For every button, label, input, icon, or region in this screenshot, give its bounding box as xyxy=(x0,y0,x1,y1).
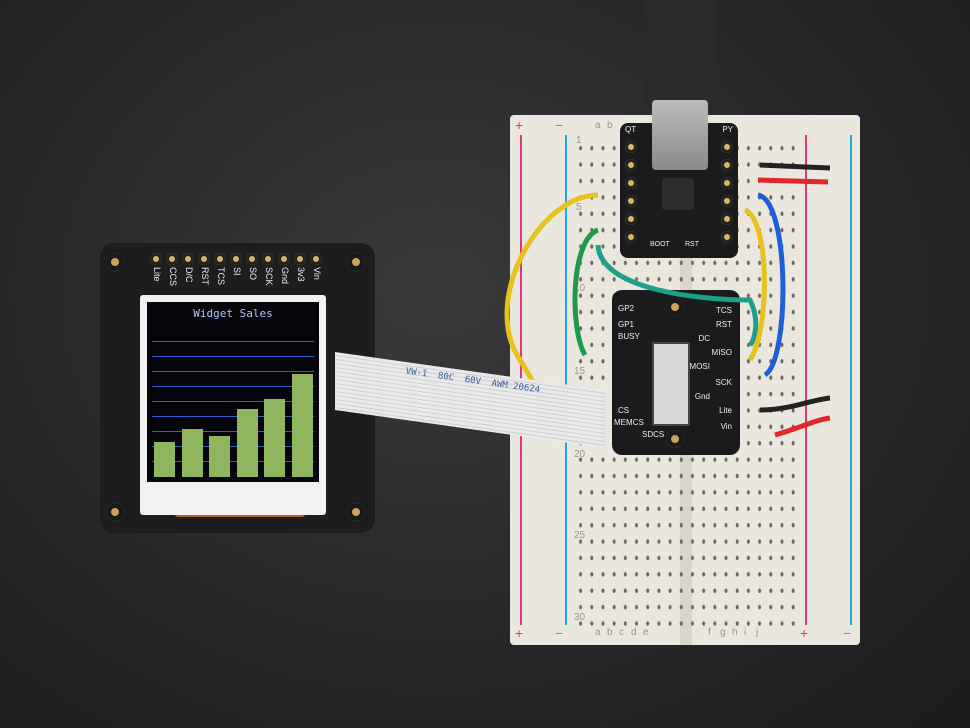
chart-title: Widget Sales xyxy=(193,307,273,320)
row-number: 25 xyxy=(574,530,586,541)
green-wire xyxy=(572,227,600,357)
power-rail-negative xyxy=(565,135,567,625)
rail-minus-label: − xyxy=(843,625,852,641)
column-label-d: d xyxy=(631,627,637,638)
ribbon-marking: 80C xyxy=(437,371,455,384)
pin-label-mosi: MOSI xyxy=(689,362,710,371)
eyespi-breakout-board: GP2 GP1 BUSY CS MEMCS SDCS TCS RST DC MI… xyxy=(612,290,740,455)
chart-bar xyxy=(291,373,313,477)
column-label-b: b xyxy=(607,120,613,131)
pin-label-so: SO xyxy=(248,267,258,281)
fpc-connector xyxy=(652,342,690,426)
column-label-g: g xyxy=(720,627,726,638)
pin-label-gp2: GP2 xyxy=(618,304,635,313)
pin-label-gnd: Gnd xyxy=(694,392,710,401)
pin-label-lite: Lite xyxy=(719,406,732,415)
chart-gridline xyxy=(152,461,314,462)
chart-bar xyxy=(181,428,203,477)
pin-label-sck: SCK xyxy=(715,378,732,387)
pin-label-3v3: 3v3 xyxy=(296,267,306,282)
rail-minus-label: − xyxy=(555,625,564,641)
usb-c-cable xyxy=(645,0,717,110)
column-label-b: b xyxy=(607,627,613,638)
pin-label-si: SI xyxy=(232,267,242,276)
chart-gridline xyxy=(152,416,314,417)
teal-wire xyxy=(595,244,759,347)
pin-label-rst: RST xyxy=(716,320,732,329)
pin-label-gnd: Gnd xyxy=(280,267,290,285)
black-wire xyxy=(759,395,831,413)
column-label-j: j xyxy=(756,627,759,638)
pin-label-tcs: TCS xyxy=(716,306,732,315)
qt-label: QT xyxy=(625,125,637,134)
rst-label: RST xyxy=(685,241,699,248)
chart-bar xyxy=(236,409,258,477)
py-label: PY xyxy=(722,125,733,134)
power-rail-negative xyxy=(850,135,852,625)
yellow-wire xyxy=(743,207,767,362)
pin-label-cs: CS xyxy=(618,406,630,415)
row-number: 10 xyxy=(574,283,586,294)
pin-label-vin: Vin xyxy=(312,267,322,280)
tft-screen: Widget Sales xyxy=(147,302,319,482)
black-wire xyxy=(759,162,831,171)
pin-label-sdcs: SDCS xyxy=(642,430,665,439)
boot-label: BOOT xyxy=(650,241,670,248)
chart-bar xyxy=(264,398,285,477)
column-label-f: f xyxy=(708,627,711,638)
rail-plus-label: + xyxy=(800,625,809,641)
power-rail-positive xyxy=(805,135,807,625)
rail-plus-label: + xyxy=(515,117,524,133)
pin-label-lite: Lite xyxy=(152,267,162,282)
column-label-a: a xyxy=(595,627,601,638)
pin-label-memcs: MEMCS xyxy=(614,418,644,427)
pin-label-busy: BUSY xyxy=(618,332,640,341)
usb-c-connector xyxy=(652,100,708,170)
row-number: 1 xyxy=(576,135,582,146)
pin-label-dc: D/C xyxy=(184,267,194,283)
pin-label-dc: DC xyxy=(698,334,710,343)
rail-plus-label: + xyxy=(515,625,524,641)
pin-label-sck: SCK xyxy=(264,267,274,286)
ribbon-marking: 60V xyxy=(464,374,482,388)
column-label-a: a xyxy=(595,120,601,131)
chart-gridline xyxy=(152,341,314,342)
rail-minus-label: − xyxy=(555,117,564,133)
pin-label-rst: RST xyxy=(200,267,210,285)
chart-gridline xyxy=(152,386,314,387)
column-label-c: c xyxy=(619,627,624,638)
column-label-h: h xyxy=(732,627,738,638)
row-number: 15 xyxy=(574,366,586,377)
column-label-e: e xyxy=(643,627,649,638)
row-number: 5 xyxy=(576,202,582,213)
column-label-i: i xyxy=(744,627,747,638)
chart-bar xyxy=(154,441,175,477)
red-wire xyxy=(774,415,831,438)
row-number: 20 xyxy=(574,449,586,460)
microcontroller-chip xyxy=(662,178,694,210)
chart-bar xyxy=(209,436,230,477)
pin-label-gp1: GP1 xyxy=(618,320,635,329)
row-number: 30 xyxy=(574,612,586,623)
ribbon-cable: VW-1 80C 60V AWM 20624 xyxy=(335,352,605,448)
chart-gridline xyxy=(152,356,314,357)
pin-label-miso: MISO xyxy=(711,348,732,357)
chart-gridline xyxy=(152,371,314,372)
blue-wire xyxy=(756,192,786,378)
chart-gridline xyxy=(152,446,314,447)
pin-label-tcs: TCS xyxy=(216,267,226,285)
chart-gridline xyxy=(152,431,314,432)
chart-gridline xyxy=(152,401,314,402)
pin-label-vin: Vin xyxy=(720,422,732,431)
red-wire xyxy=(757,177,829,185)
pin-label-ccs: CCS xyxy=(168,267,178,287)
